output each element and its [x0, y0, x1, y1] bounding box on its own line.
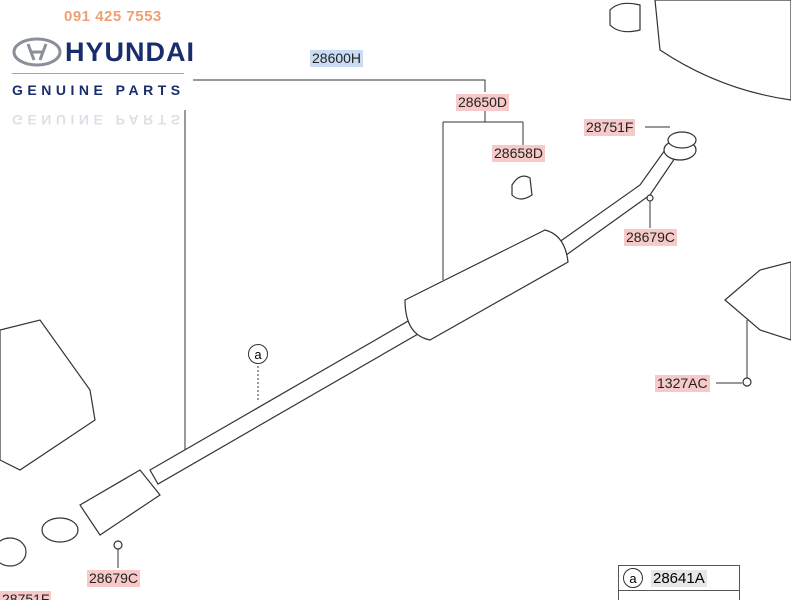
part-28751F-bottom[interactable]: 28751F: [0, 591, 52, 600]
rear-muffler: [654, 0, 791, 101]
leader-28600H: [184, 79, 486, 450]
brand-name: HYUNDAI: [65, 37, 196, 67]
clamp-top-icon: [646, 194, 654, 202]
front-pipe: [149, 319, 419, 485]
gasket-bottom: [0, 537, 27, 567]
legend-box: a 28641A: [618, 565, 740, 600]
legend-row: a 28641A: [619, 566, 739, 591]
legend-marker: a: [623, 568, 643, 588]
phone-number: 091 425 7553: [64, 8, 162, 25]
part-28658D[interactable]: 28658D: [492, 145, 546, 162]
gasket-top: [667, 131, 697, 149]
heat-shield-left: [0, 319, 96, 471]
front-flange: [41, 517, 79, 543]
rear-pipe-hanger: [609, 2, 641, 33]
hyundai-logo-icon: [12, 37, 62, 67]
leader-1327AC: [716, 320, 748, 384]
brand-divider: [12, 73, 184, 74]
rubber-hanger: [511, 175, 533, 200]
heat-shield-right: [724, 261, 791, 341]
tagline-reflection: GENUINE PARTS: [12, 112, 185, 128]
leader-28650D: [442, 110, 524, 280]
clamp-bottom-icon: [113, 540, 123, 550]
part-28751F[interactable]: 28751F: [584, 119, 636, 136]
nut-icon: [742, 377, 752, 387]
part-1327AC[interactable]: 1327AC: [655, 375, 710, 392]
part-28650D[interactable]: 28650D: [456, 94, 510, 111]
legend-code[interactable]: 28641A: [651, 569, 707, 587]
tagline: GENUINE PARTS: [12, 82, 185, 98]
catalytic-converter: [79, 469, 161, 536]
part-28679C[interactable]: 28679C: [624, 229, 678, 246]
callout-marker-a: a: [248, 344, 268, 364]
part-28600H[interactable]: 28600H: [310, 50, 364, 67]
center-muffler: [404, 229, 569, 341]
part-28679C-bottom[interactable]: 28679C: [87, 570, 141, 587]
